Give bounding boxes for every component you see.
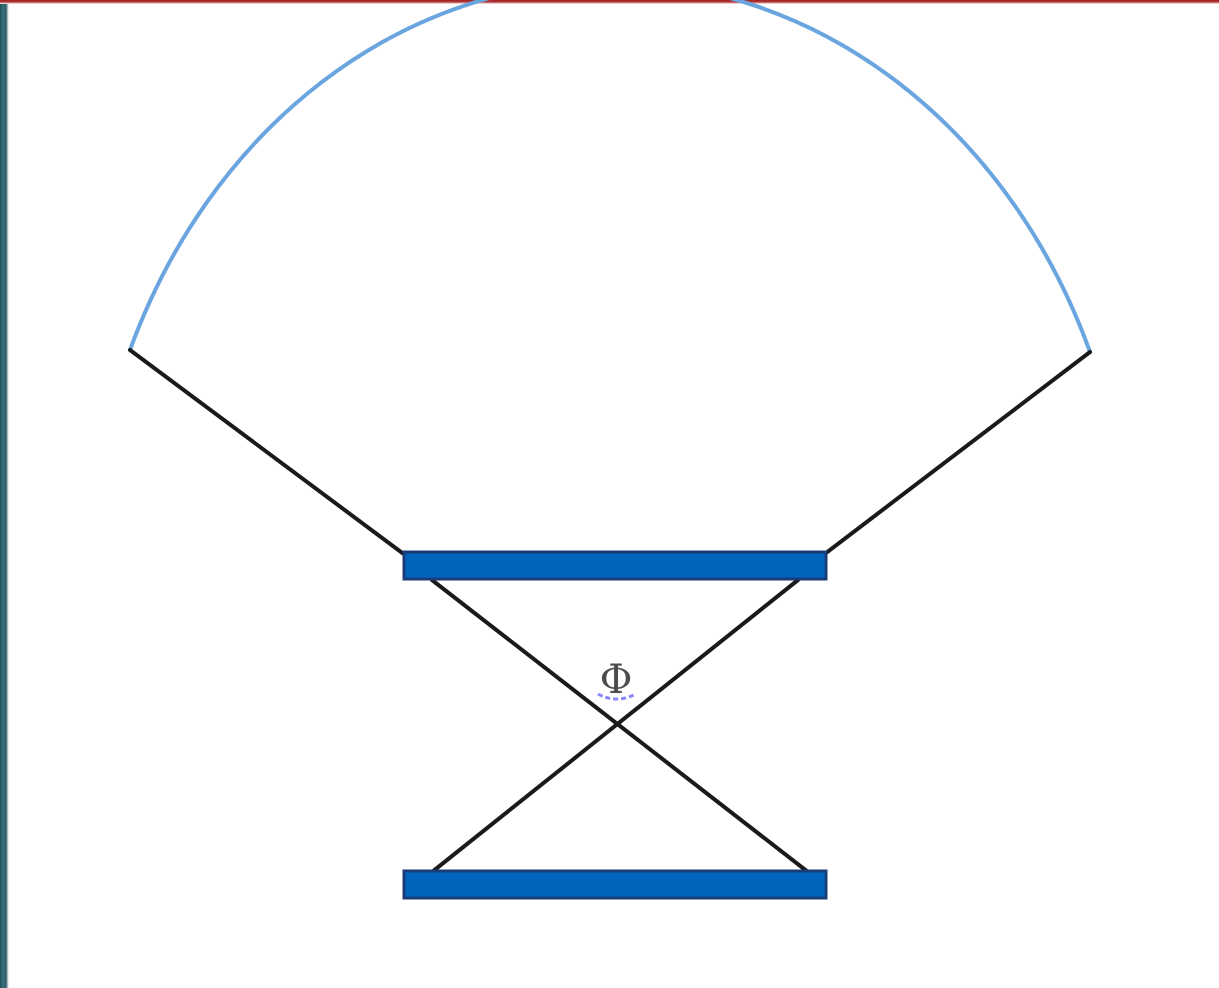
- fan-arc: [128, 0, 1092, 354]
- window-top-edge: [0, 0, 1219, 4]
- left-outer-line: [128, 348, 407, 557]
- window-left-edge: [0, 0, 9, 988]
- cross-line-left-to-right: [430, 578, 810, 874]
- angle-label: Φ: [600, 657, 633, 703]
- lower-bar: [402, 869, 828, 900]
- angle-marker-arc: [597, 692, 637, 701]
- upper-bar: [402, 550, 828, 581]
- right-outer-line: [824, 350, 1092, 555]
- cross-line-right-to-left: [430, 578, 800, 874]
